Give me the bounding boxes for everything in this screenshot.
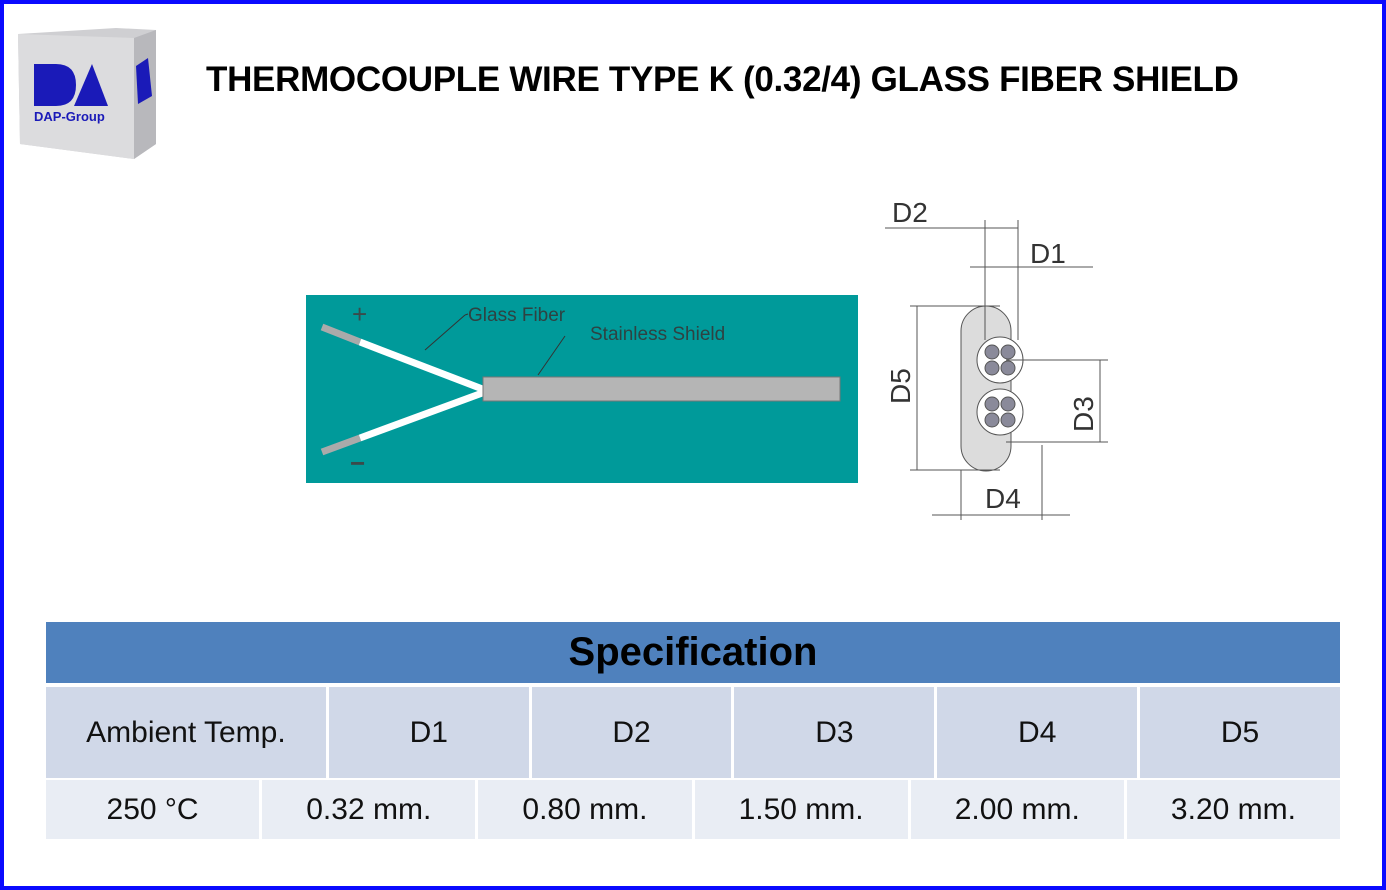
svg-text:DAP-Group: DAP-Group [34, 109, 105, 124]
dap-group-logo: DAP-Group [18, 28, 156, 159]
value-d3: 1.50 mm. [694, 780, 908, 839]
dim-label-d5: D5 [885, 368, 916, 404]
table-row: 250 °C 0.32 mm. 0.80 mm. 1.50 mm. 2.00 m… [46, 780, 1341, 839]
dim-label-d3: D3 [1068, 396, 1099, 432]
header-ambient-temp: Ambient Temp. [46, 687, 326, 778]
header-d2: D2 [531, 687, 732, 778]
table-header-row: Ambient Temp. D1 D2 D3 D4 D5 [46, 687, 1340, 778]
stainless-shield [482, 376, 841, 402]
header-d1: D1 [328, 687, 529, 778]
specification-title: Specification [46, 622, 1340, 683]
wire-diagram: + − Glass Fiber Stainless Shield D2 D1 D… [306, 197, 1108, 520]
plus-sign: + [352, 299, 367, 329]
stainless-shield-label: Stainless Shield [590, 324, 725, 345]
header-d3: D3 [734, 687, 935, 778]
value-d5: 3.20 mm. [1126, 780, 1341, 839]
value-d1: 0.32 mm. [262, 780, 476, 839]
value-d2: 0.80 mm. [478, 780, 692, 839]
header-d5: D5 [1140, 687, 1340, 778]
header-d4: D4 [937, 687, 1138, 778]
dim-label-d1: D1 [1030, 238, 1066, 269]
page-title: THERMOCOUPLE WIRE TYPE K (0.32/4) GLASS … [206, 60, 1239, 99]
specification-table: Specification Ambient Temp. D1 D2 D3 D4 … [46, 622, 1341, 839]
dim-label-d4: D4 [985, 483, 1021, 514]
cross-section [885, 220, 1108, 520]
dim-label-d2: D2 [892, 197, 928, 228]
value-d4: 2.00 mm. [910, 780, 1124, 839]
value-ambient-temp: 250 °C [46, 780, 260, 839]
glass-fiber-label: Glass Fiber [468, 305, 566, 326]
minus-sign: − [350, 448, 365, 478]
